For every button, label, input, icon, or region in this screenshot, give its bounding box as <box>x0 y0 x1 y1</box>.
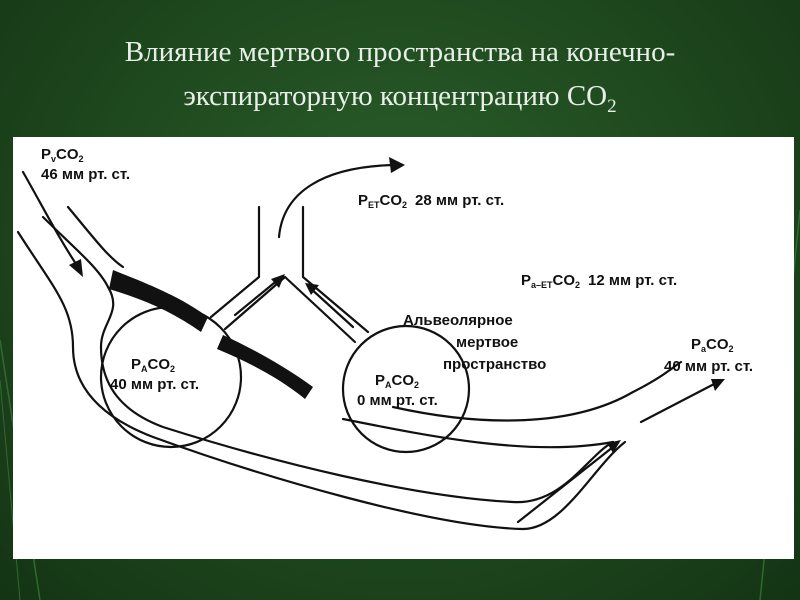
airway-right-outer <box>303 207 368 332</box>
label-pv: PvCO2 46 мм рт. ст. <box>41 146 130 183</box>
right-alveolus <box>343 326 469 452</box>
label-alveolar-dead-space: Альвеолярное мертвое пространство <box>403 312 546 373</box>
svg-text:Альвеолярное: Альвеолярное <box>403 312 513 329</box>
svg-text:0 мм рт. ст.: 0 мм рт. ст. <box>357 392 438 409</box>
capillary-blood-band-2 <box>217 335 313 399</box>
arterial-flow-arrow-1 <box>518 447 613 522</box>
svg-text:PvCO2: PvCO2 <box>41 146 84 164</box>
capillary-blood-band <box>109 270 208 332</box>
svg-text:40 мм рт. ст.: 40 мм рт. ст. <box>110 376 199 393</box>
svg-text:46 мм рт. ст.: 46 мм рт. ст. <box>41 166 130 183</box>
arrowhead-arterial-2 <box>711 379 725 391</box>
airway-left-inner <box>225 277 285 329</box>
label-left-alveolus: PACO2 40 мм рт. ст. <box>110 356 199 393</box>
svg-text:PaCO2: PaCO2 <box>691 336 734 354</box>
svg-text:пространство: пространство <box>443 356 546 373</box>
label-pa: PaCO2 40 мм рт. ст. <box>664 336 753 375</box>
arterial-flow-arrow-2 <box>641 382 718 422</box>
arrowhead-expiration <box>389 157 405 173</box>
svg-text:мертвое: мертвое <box>456 334 518 351</box>
artery-lower-wall <box>343 419 613 447</box>
svg-text:40 мм рт. ст.: 40 мм рт. ст. <box>664 358 753 375</box>
svg-text:PACO2: PACO2 <box>375 372 419 390</box>
vessel-upper-wall <box>68 207 123 267</box>
label-right-alveolus: PACO2 0 мм рт. ст. <box>357 372 438 409</box>
arrowhead-venous <box>69 259 83 277</box>
svg-text:PACO2: PACO2 <box>131 356 175 374</box>
airway-right-inner <box>285 277 355 342</box>
airway-arrow-left <box>235 279 279 315</box>
